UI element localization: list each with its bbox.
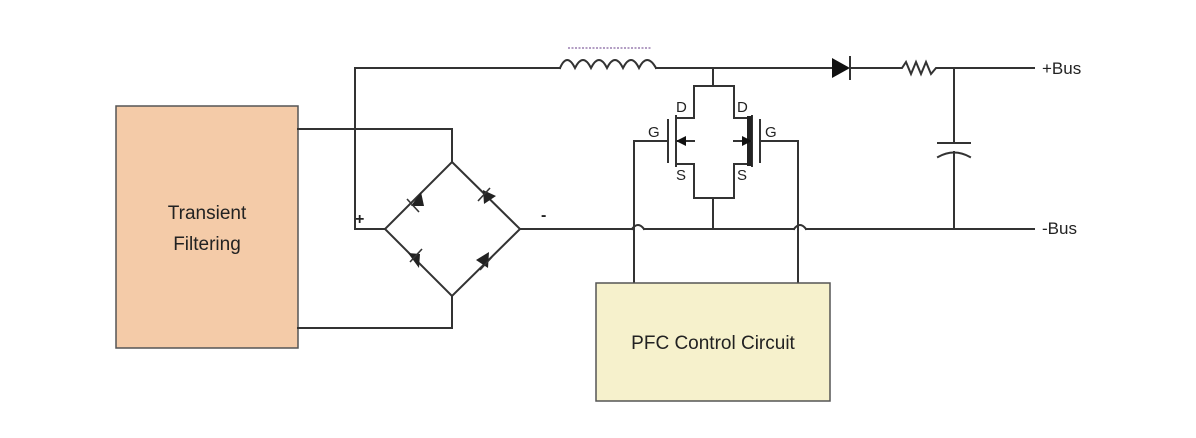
bridge-minus-mark: - (541, 207, 546, 224)
boost-inductor (558, 47, 658, 71)
negative-bus-label: -Bus (1042, 219, 1077, 238)
positive-rail-left (354, 67, 561, 230)
mosfet-right: D G S (733, 85, 799, 273)
bridge-rectifier: + - (355, 160, 546, 298)
pfc-control-block: PFC Control Circuit (595, 282, 831, 402)
mosfet-left-gate: G (648, 124, 660, 141)
ac-line-top (297, 128, 453, 163)
boost-diode (832, 56, 851, 80)
mosfet-right-source: S (737, 167, 747, 184)
mosfet-right-drain: D (737, 99, 748, 116)
pfc-control-label: PFC Control Circuit (631, 333, 795, 354)
mosfet-left: D G S (633, 85, 695, 273)
output-capacitor (936, 67, 972, 229)
transient-filter-label-line2: Filtering (173, 234, 241, 255)
bridge-diode-bottom-right (476, 252, 493, 271)
pfc-control-box (595, 282, 831, 402)
ac-line-bottom (297, 295, 453, 329)
positive-bus-label: +Bus (1042, 59, 1081, 78)
transient-filter-block: Transient Filtering (115, 105, 299, 349)
negative-rail-hop-right (792, 224, 808, 231)
bridge-diode-top-left (406, 192, 424, 213)
transient-filter-label-line1: Transient (168, 203, 247, 224)
bridge-diode-top-right (477, 187, 496, 204)
bridge-plus-mark: + (355, 211, 364, 228)
mosfet-left-drain: D (676, 99, 687, 116)
bridge-diamond (383, 160, 522, 298)
series-resistor (849, 59, 1035, 77)
mosfet-left-source: S (676, 167, 686, 184)
bridge-diode-bottom-left (408, 248, 423, 268)
transient-filter-box (115, 105, 299, 349)
mosfet-right-gate: G (765, 124, 777, 141)
